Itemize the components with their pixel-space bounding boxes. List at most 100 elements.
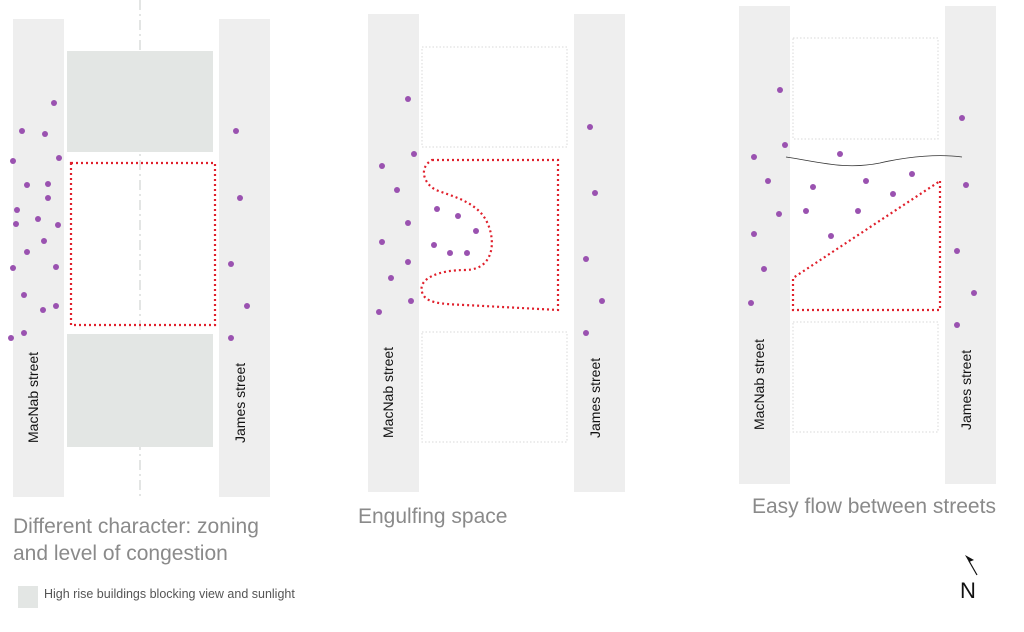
panel-3-west-street [739, 6, 790, 484]
legend-swatch-high-rise [18, 586, 38, 608]
person-dot [748, 300, 754, 306]
person-dot [14, 207, 20, 213]
person-dot [405, 259, 411, 265]
person-dot [751, 231, 757, 237]
person-dot [777, 87, 783, 93]
panel-2-building-north [421, 46, 568, 148]
person-dot [431, 242, 437, 248]
panel-1-high-rise-south [67, 334, 213, 447]
panel-2-east-street-label: James street [587, 358, 603, 438]
person-dot [599, 298, 605, 304]
person-dot [583, 330, 589, 336]
panel-3-people [748, 87, 977, 328]
person-dot [765, 178, 771, 184]
panel-2-people [376, 96, 605, 336]
panel-3-east-street [945, 6, 996, 484]
person-dot [21, 292, 27, 298]
panel-2-site-outline [420, 158, 560, 312]
person-dot [782, 142, 788, 148]
person-dot [761, 266, 767, 272]
person-dot [803, 208, 809, 214]
person-dot [228, 261, 234, 267]
person-dot [244, 303, 250, 309]
person-dot [592, 190, 598, 196]
person-dot [828, 233, 834, 239]
person-dot [228, 335, 234, 341]
person-dot [388, 275, 394, 281]
north-arrow: N [955, 553, 985, 605]
person-dot [473, 228, 479, 234]
panel-2-west-street-label: MacNab street [380, 347, 396, 438]
person-dot [464, 250, 470, 256]
person-dot [863, 178, 869, 184]
person-dot [411, 151, 417, 157]
panel-3-building-north [792, 37, 939, 140]
panel-2-building-south [421, 331, 568, 443]
person-dot [776, 211, 782, 217]
north-arrow-label: N [960, 578, 976, 603]
person-dot [434, 206, 440, 212]
person-dot [24, 249, 30, 255]
panel-3-west-street-label: MacNab street [751, 339, 767, 430]
legend-label: High rise buildings blocking view and su… [44, 587, 295, 601]
person-dot [41, 238, 47, 244]
person-dot [24, 182, 30, 188]
person-dot [405, 96, 411, 102]
panel-1-west-street-label: MacNab street [25, 352, 41, 443]
person-dot [45, 195, 51, 201]
legend: High rise buildings blocking view and su… [18, 586, 314, 608]
panel-3-site-outline [791, 178, 942, 312]
person-dot [587, 124, 593, 130]
person-dot [40, 307, 46, 313]
person-dot [379, 239, 385, 245]
panel-1-west-street [13, 19, 64, 497]
person-dot [405, 220, 411, 226]
person-dot [855, 208, 861, 214]
panel-2-west-street [368, 14, 419, 492]
person-dot [963, 182, 969, 188]
panel-1-site-outline [69, 161, 217, 327]
north-arrow-icon [965, 555, 978, 576]
panel-2: MacNab street James street [368, 14, 625, 492]
panel-3-building-south [792, 321, 939, 433]
person-dot [447, 250, 453, 256]
person-dot [55, 222, 61, 228]
person-dot [45, 181, 51, 187]
panel-1-caption-line-1: Different character: zoning [13, 515, 259, 538]
panel-1-high-rise-north [67, 51, 213, 152]
panel-1-people [8, 100, 250, 341]
person-dot [53, 264, 59, 270]
person-dot [751, 154, 757, 160]
panel-2-caption: Engulfing space [358, 505, 508, 528]
person-dot [10, 158, 16, 164]
person-dot [954, 322, 960, 328]
panel-1: MacNab street James street [8, 0, 270, 500]
person-dot [51, 100, 57, 106]
person-dot [971, 290, 977, 296]
panel-2-east-street [574, 14, 625, 492]
panel-3: MacNab street James street [739, 6, 996, 484]
person-dot [909, 171, 915, 177]
person-dot [394, 187, 400, 193]
person-dot [233, 128, 239, 134]
panel-1-east-street-label: James street [232, 363, 248, 443]
person-dot [42, 131, 48, 137]
panel-1-caption: Different character: zoning and level of… [13, 513, 259, 567]
panel-3-caption: Easy flow between streets [752, 495, 996, 518]
person-dot [959, 115, 965, 121]
person-dot [53, 303, 59, 309]
person-dot [21, 330, 27, 336]
person-dot [455, 213, 461, 219]
panel-1-caption-line-2: and level of congestion [13, 542, 228, 565]
person-dot [583, 256, 589, 262]
person-dot [890, 191, 896, 197]
panel-1-east-street [219, 19, 270, 497]
person-dot [56, 155, 62, 161]
person-dot [10, 265, 16, 271]
panel-3-east-street-label: James street [958, 350, 974, 430]
person-dot [837, 151, 843, 157]
person-dot [379, 163, 385, 169]
person-dot [810, 184, 816, 190]
person-dot [35, 216, 41, 222]
